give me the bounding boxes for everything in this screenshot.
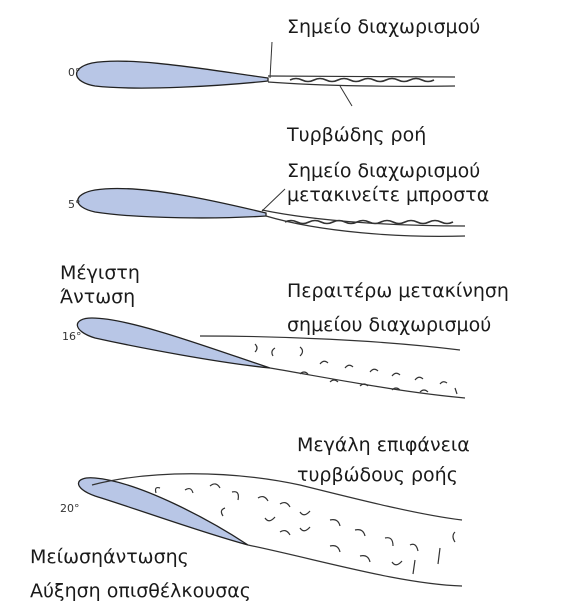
separation-moves-label-2: μετακινείτε μπροστα [287,184,489,206]
angle-label-20: 20° [60,502,80,515]
large-area-label-1: Μεγάλη επιφάνεια [297,434,470,456]
large-area-label-2: τυρβώδους ροής [297,464,458,486]
separation-pointer-5deg [262,189,285,211]
max-lift-label-2: Άντωση [60,286,135,308]
wake-swirls-0deg [290,79,434,82]
wake-20deg [92,474,462,586]
wake-16deg [200,336,465,398]
drag-increase-label: Αύξηση οπισθέλκουσας [30,580,251,602]
separation-point-label: Σημείο διαχωρισμού [287,16,480,38]
wake-swirls-16deg [255,344,457,394]
angle-label-0: 0° [68,66,81,79]
airfoil-5deg [78,188,266,217]
lift-decrease-label: Μείωσηάντωσης [30,546,189,568]
airfoil-16deg [77,318,270,368]
max-lift-label-1: Μέγιστη [60,262,140,284]
airfoil-20deg [78,478,248,545]
further-move-label-1: Περαιτέρω μετακίνηση [287,280,509,302]
angle-label-5: 5° [68,198,81,211]
airfoil-0deg [77,61,268,88]
angle-label-16: 16° [62,330,82,343]
wake-5deg [262,210,465,236]
separation-pointer-0deg [270,42,272,78]
separation-moves-label-1: Σημείο διαχωρισμού [287,160,480,182]
turbulent-flow-label: Τυρβώδης ροή [287,124,426,146]
further-move-label-2: σημείου διαχωρισμού [287,314,491,336]
turbulence-pointer-0deg [340,86,352,106]
